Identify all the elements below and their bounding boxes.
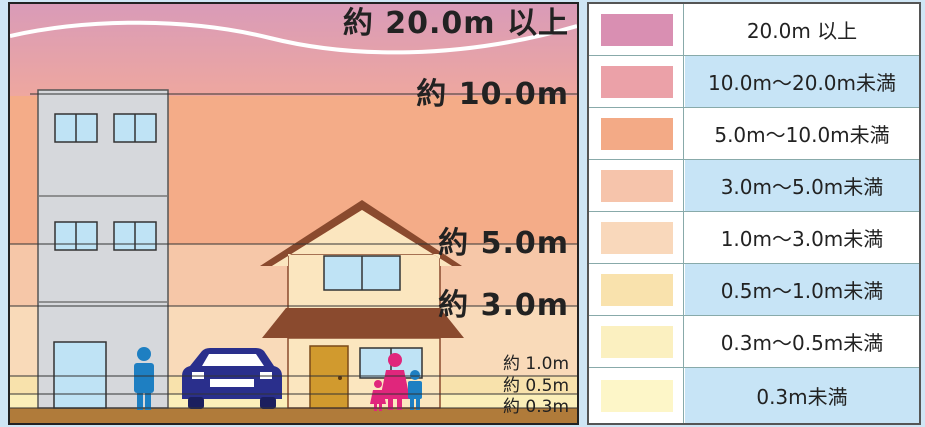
legend-row: 10.0m〜20.0m未満 — [589, 56, 919, 108]
house-eave — [262, 308, 464, 338]
legend-swatch — [601, 274, 673, 306]
level-label-0.5m: 約 0.5m — [503, 376, 569, 396]
legend-swatch — [601, 118, 673, 150]
legend-swatch — [601, 222, 673, 254]
legend-row: 1.0m〜3.0m未満 — [589, 212, 919, 264]
depth-legend: 20.0m 以上 10.0m〜20.0m未満 5.0m〜10.0m未満 3.0m… — [587, 2, 921, 425]
legend-row: 0.3m未満 — [589, 368, 919, 423]
legend-row: 5.0m〜10.0m未満 — [589, 108, 919, 160]
legend-row: 0.5m〜1.0m未満 — [589, 264, 919, 316]
level-label-0.3m: 約 0.3m — [503, 397, 569, 417]
legend-swatch — [601, 326, 673, 358]
band-over-20m — [10, 4, 577, 96]
level-label-10m: 約 10.0m — [416, 77, 569, 112]
level-label-20m: 約 20.0m 以上 — [342, 6, 569, 41]
wave-line — [10, 20, 577, 55]
apartment-building — [37, 89, 169, 409]
legend-swatch — [601, 380, 673, 412]
legend-row: 3.0m〜5.0m未満 — [589, 160, 919, 212]
legend-label: 1.0m〜3.0m未満 — [720, 227, 884, 251]
legend-label: 5.0m〜10.0m未満 — [714, 123, 890, 147]
legend-label: 0.3m〜0.5m未満 — [720, 331, 884, 355]
legend-row: 20.0m 以上 — [589, 4, 919, 56]
scene-illustration — [10, 4, 577, 423]
legend-label: 10.0m〜20.0m未満 — [685, 56, 919, 107]
person-adult-icon — [134, 347, 154, 410]
legend-label: 0.5m〜1.0m未満 — [685, 264, 919, 315]
legend-label: 3.0m〜5.0m未満 — [685, 160, 919, 211]
level-label-3m: 約 3.0m — [438, 288, 569, 323]
level-label-5m: 約 5.0m — [438, 226, 569, 261]
level-lines — [10, 93, 577, 409]
legend-label: 20.0m 以上 — [746, 19, 858, 43]
legend-swatch — [601, 170, 673, 202]
ground — [10, 408, 577, 423]
legend-label: 0.3m未満 — [685, 368, 919, 423]
car-icon — [182, 348, 282, 409]
flood-depth-diagram: 約 20.0m 以上 約 10.0m 約 5.0m 約 3.0m 約 1.0m … — [8, 2, 579, 425]
legend-row: 0.3m〜0.5m未満 — [589, 316, 919, 368]
legend-swatch — [601, 14, 673, 46]
legend-swatch — [601, 66, 673, 98]
level-label-1m: 約 1.0m — [503, 354, 569, 374]
house-door — [309, 345, 349, 409]
